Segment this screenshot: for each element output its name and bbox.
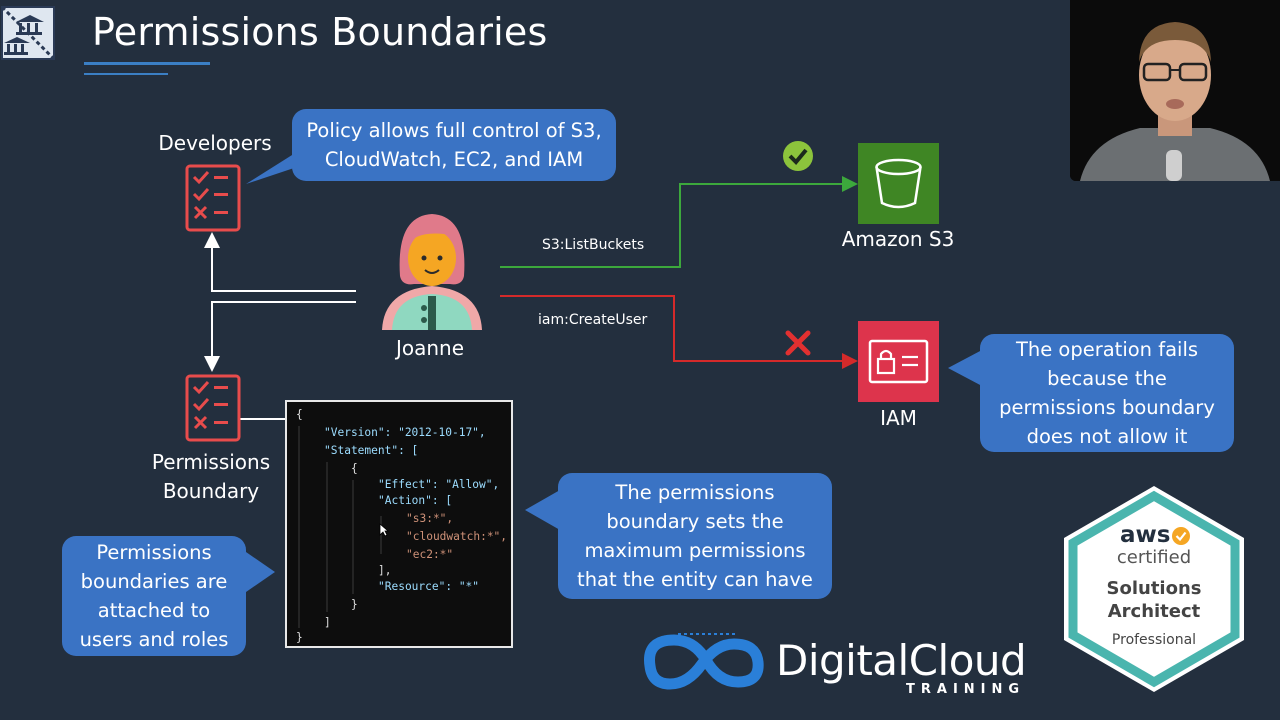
boundary-sets-callout-line-2: boundary sets the: [606, 510, 784, 533]
allow-check-icon: [782, 140, 814, 176]
code-line: {: [296, 408, 303, 421]
iam-action-label: iam:CreateUser: [538, 312, 648, 328]
title-underline-short: [84, 73, 168, 75]
policy-callout-line-1: Policy allows full control of S3,: [306, 119, 602, 142]
joanne-label: Joanne: [395, 336, 465, 360]
attached-callout-line-3: attached to: [97, 599, 211, 622]
code-line: "Action": [: [378, 494, 453, 507]
digitalcloud-logo-text: DigitalCloud: [776, 636, 1027, 685]
developers-label: Developers: [158, 131, 272, 155]
permissions-boundary-line-1: Permissions: [151, 450, 271, 474]
slide-title: Permissions Boundaries: [92, 10, 548, 54]
user-avatar-icon: [370, 206, 494, 334]
s3-request-line: [500, 176, 858, 268]
code-line: "Version": "2012-10-17",: [324, 426, 486, 439]
fails-callout-line-1: The operation fails: [1015, 338, 1199, 361]
code-line: "Effect": "Allow",: [378, 478, 500, 491]
code-line: ]: [324, 616, 331, 629]
aws-certified-badge: aws certified Solutions Architect Profes…: [1062, 484, 1246, 694]
iam-label: IAM: [880, 406, 917, 430]
boundary-sets-callout-line-3: maximum permissions: [584, 539, 806, 562]
mouse-cursor-icon: [379, 522, 390, 541]
permissions-boundary-line-2: Boundary: [162, 479, 260, 503]
badge-check-icon: [1172, 527, 1190, 549]
digitalcloud-logo-subtext: TRAINING: [906, 682, 1026, 697]
code-line: "ec2:*": [406, 548, 454, 561]
badge-level: Professional: [1111, 632, 1197, 648]
boundary-sets-callout: The permissions boundary sets the maximu…: [558, 473, 832, 599]
permissions-boundary-label: Permissions Boundary: [140, 448, 282, 506]
fails-callout-line-2: because the: [1047, 367, 1167, 390]
fails-callout-line-3: permissions boundary: [999, 396, 1215, 419]
boundary-checklist-icon: [184, 373, 242, 447]
badge-line-1: Solutions: [1106, 578, 1202, 599]
code-indent-guides: [298, 426, 382, 628]
title-underline: [84, 62, 210, 65]
policy-json-box: { "Version": "2012-10-17", "Statement": …: [285, 400, 513, 648]
iam-request-line: [500, 295, 858, 369]
code-line: "Resource": "*": [378, 580, 480, 593]
amazon-s3-label: Amazon S3: [841, 227, 955, 251]
boundary-sets-callout-tail: [525, 490, 560, 530]
code-line: }: [296, 631, 303, 644]
code-line: "cloudwatch:*",: [406, 530, 508, 543]
developers-checklist-icon: [184, 163, 242, 237]
attached-callout: Permissions boundaries are attached to u…: [62, 536, 246, 656]
joanne-to-developers-line: [204, 232, 356, 292]
badge-line-2: Architect: [1107, 601, 1201, 622]
policy-callout-line-2: CloudWatch, EC2, and IAM: [324, 148, 584, 171]
deny-x-icon: [784, 329, 812, 361]
attached-callout-line-1: Permissions: [96, 541, 212, 564]
joanne-to-boundary-line: [204, 301, 356, 372]
attached-callout-tail: [246, 552, 275, 592]
fails-callout: The operation fails because the permissi…: [980, 334, 1234, 452]
policy-callout: Policy allows full control of S3, CloudW…: [292, 109, 616, 181]
code-line: "s3:*",: [406, 512, 454, 525]
code-line: ],: [378, 564, 392, 577]
course-logo-icon: [0, 5, 56, 61]
code-line: }: [351, 598, 358, 611]
presenter-webcam-video: [1070, 0, 1280, 181]
attached-callout-line-4: users and roles: [79, 628, 229, 651]
badge-certified-text: certified: [1116, 547, 1192, 568]
code-line: "Statement": [: [324, 444, 419, 457]
s3-bucket-icon: [858, 143, 939, 224]
code-line: {: [351, 462, 358, 475]
badge-aws-text: aws: [1120, 522, 1171, 548]
boundary-sets-callout-line-1: The permissions: [615, 481, 775, 504]
iam-icon: [858, 321, 939, 402]
policy-callout-tail: [246, 150, 300, 184]
attached-callout-line-2: boundaries are: [80, 570, 228, 593]
s3-action-label: S3:ListBuckets: [542, 237, 645, 253]
badge-hexagon-shape: [1064, 486, 1244, 692]
digitalcloud-logo-icon: [638, 626, 768, 700]
boundary-sets-callout-line-4: that the entity can have: [577, 568, 813, 591]
fails-callout-tail: [948, 350, 982, 386]
fails-callout-line-4: does not allow it: [1026, 425, 1188, 448]
